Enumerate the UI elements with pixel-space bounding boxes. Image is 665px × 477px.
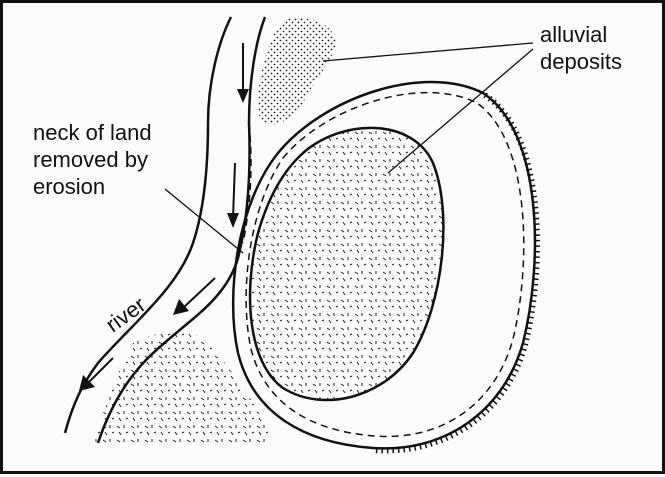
oxbow-island <box>250 128 443 400</box>
flow-arrow-2 <box>227 163 239 228</box>
neck-of-land-label: neck of land removed by erosion <box>33 119 152 200</box>
flow-arrow-1 <box>237 43 249 103</box>
flow-arrow-4 <box>79 358 113 391</box>
top-alluvial-deposit <box>258 17 336 124</box>
flow-arrow-3 <box>173 278 215 315</box>
alluvial-deposits-label: alluvial deposits <box>540 21 622 75</box>
lower-alluvial-deposit <box>93 331 270 443</box>
leader-line-alluvial-top <box>323 43 533 61</box>
